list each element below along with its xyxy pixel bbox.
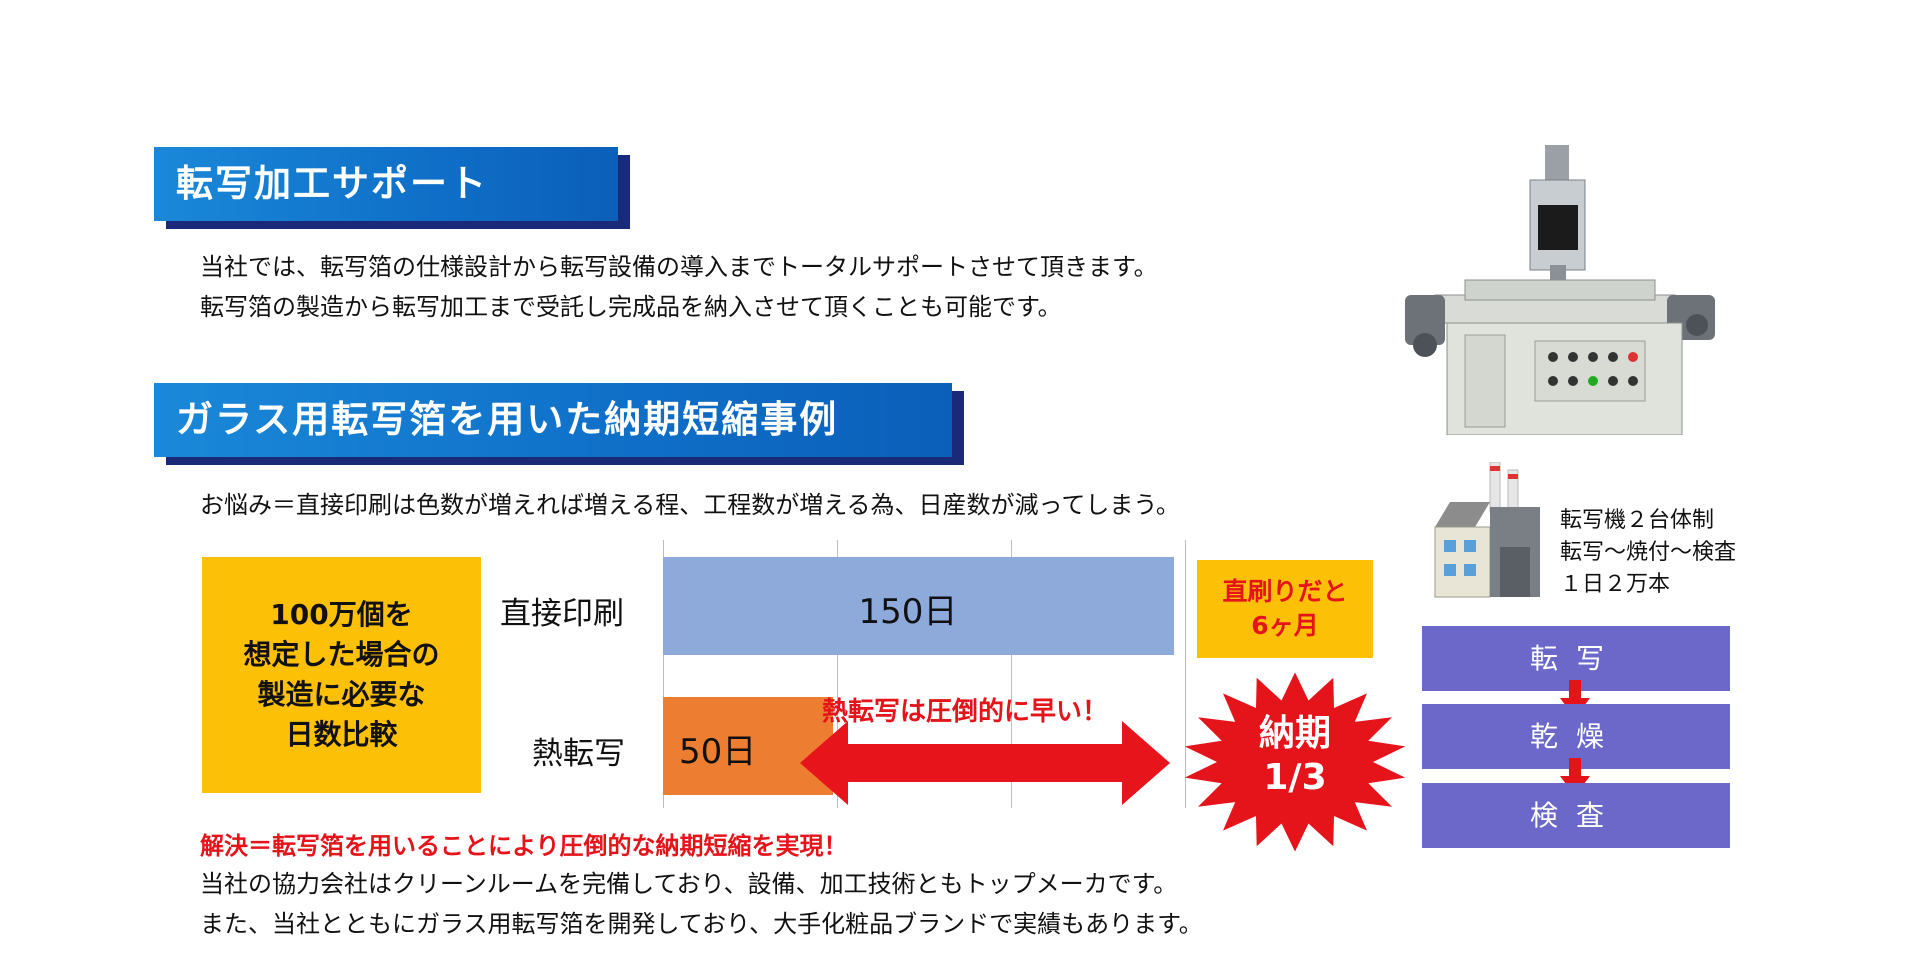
section-title-case: ガラス用転写箔を用いた納期短縮事例 (154, 383, 952, 457)
factory-line-1: 転写機２台体制 (1560, 508, 1715, 533)
starburst-line-1: 納期 (1258, 713, 1331, 754)
starburst-text: 納期 1/3 (1180, 712, 1410, 800)
problem-text: お悩み＝直接印刷は色数が増えれば増える程、工程数が増える為、日産数が減ってしまう… (200, 491, 1180, 519)
solution-headline: 解決＝転写箔を用いることにより圧倒的な納期短縮を実現！ (200, 832, 848, 860)
solution-line-2: また、当社とともにガラス用転写箔を開発しており、大手化粧品ブランドで実績もありま… (200, 910, 1203, 938)
six-months-note: 直刷りだと 6ヶ月 (1197, 560, 1373, 658)
bar-direct-print (663, 557, 1174, 655)
support-description: 当社では、転写箔の仕様設計から転写設備の導入までトータルサポートさせて頂きます。… (200, 247, 1158, 327)
starburst-shape (1184, 672, 1406, 852)
chart-gridline (1011, 540, 1012, 808)
chart-gridline (663, 540, 664, 808)
note-line-1: 直刷りだと (1222, 577, 1348, 606)
chart-gridline (1185, 540, 1186, 808)
bar-value-label-direct: 150日 (858, 592, 958, 632)
factory-line-2: 転写～焼付～検査 (1560, 540, 1737, 565)
note-line-2: 6ヶ月 (1251, 611, 1319, 640)
comparison-line-3: 製造に必要な (257, 678, 426, 711)
category-label-thermal: 熱転写 (532, 736, 625, 772)
fast-annotation: 熱転写は圧倒的に早い！ (822, 697, 1109, 727)
double-arrow-icon (800, 721, 1170, 805)
section-title-support: 転写加工サポート (154, 147, 618, 221)
solution-description: 当社の協力会社はクリーンルームを完備しており、設備、加工技術ともトップメーカです… (200, 864, 1203, 944)
starburst-badge (1184, 672, 1406, 852)
category-label-direct: 直接印刷 (500, 596, 624, 632)
support-line-2: 転写箔の製造から転写加工まで受託し完成品を納入させて頂くことも可能です。 (200, 293, 1062, 321)
starburst-line-2: 1/3 (1263, 757, 1327, 798)
chart-gridline (837, 540, 838, 808)
bar-thermal-transfer (663, 697, 834, 795)
bar-value-label-thermal: 50日 (679, 732, 757, 772)
transfer-machine-image (1405, 145, 1715, 435)
comparison-line-2: 想定した場合の (243, 638, 440, 671)
section-header-case: ガラス用転写箔を用いた納期短縮事例 (154, 383, 964, 465)
process-step-inspect: 検査 (1422, 783, 1730, 848)
comparison-description-box: 100万個を 想定した場合の 製造に必要な 日数比較 (202, 557, 481, 793)
factory-icon (1434, 462, 1540, 598)
support-line-1: 当社では、転写箔の仕様設計から転写設備の導入までトータルサポートさせて頂きます。 (200, 253, 1158, 281)
section-header-support: 転写加工サポート (154, 147, 630, 229)
solution-line-1: 当社の協力会社はクリーンルームを完備しており、設備、加工技術ともトップメーカです… (200, 870, 1178, 898)
factory-info: 転写機２台体制 転写～焼付～検査 １日２万本 (1560, 505, 1736, 601)
comparison-line-1: 100万個を (270, 598, 413, 631)
comparison-line-4: 日数比較 (285, 718, 398, 751)
factory-line-3: １日２万本 (1560, 572, 1671, 597)
